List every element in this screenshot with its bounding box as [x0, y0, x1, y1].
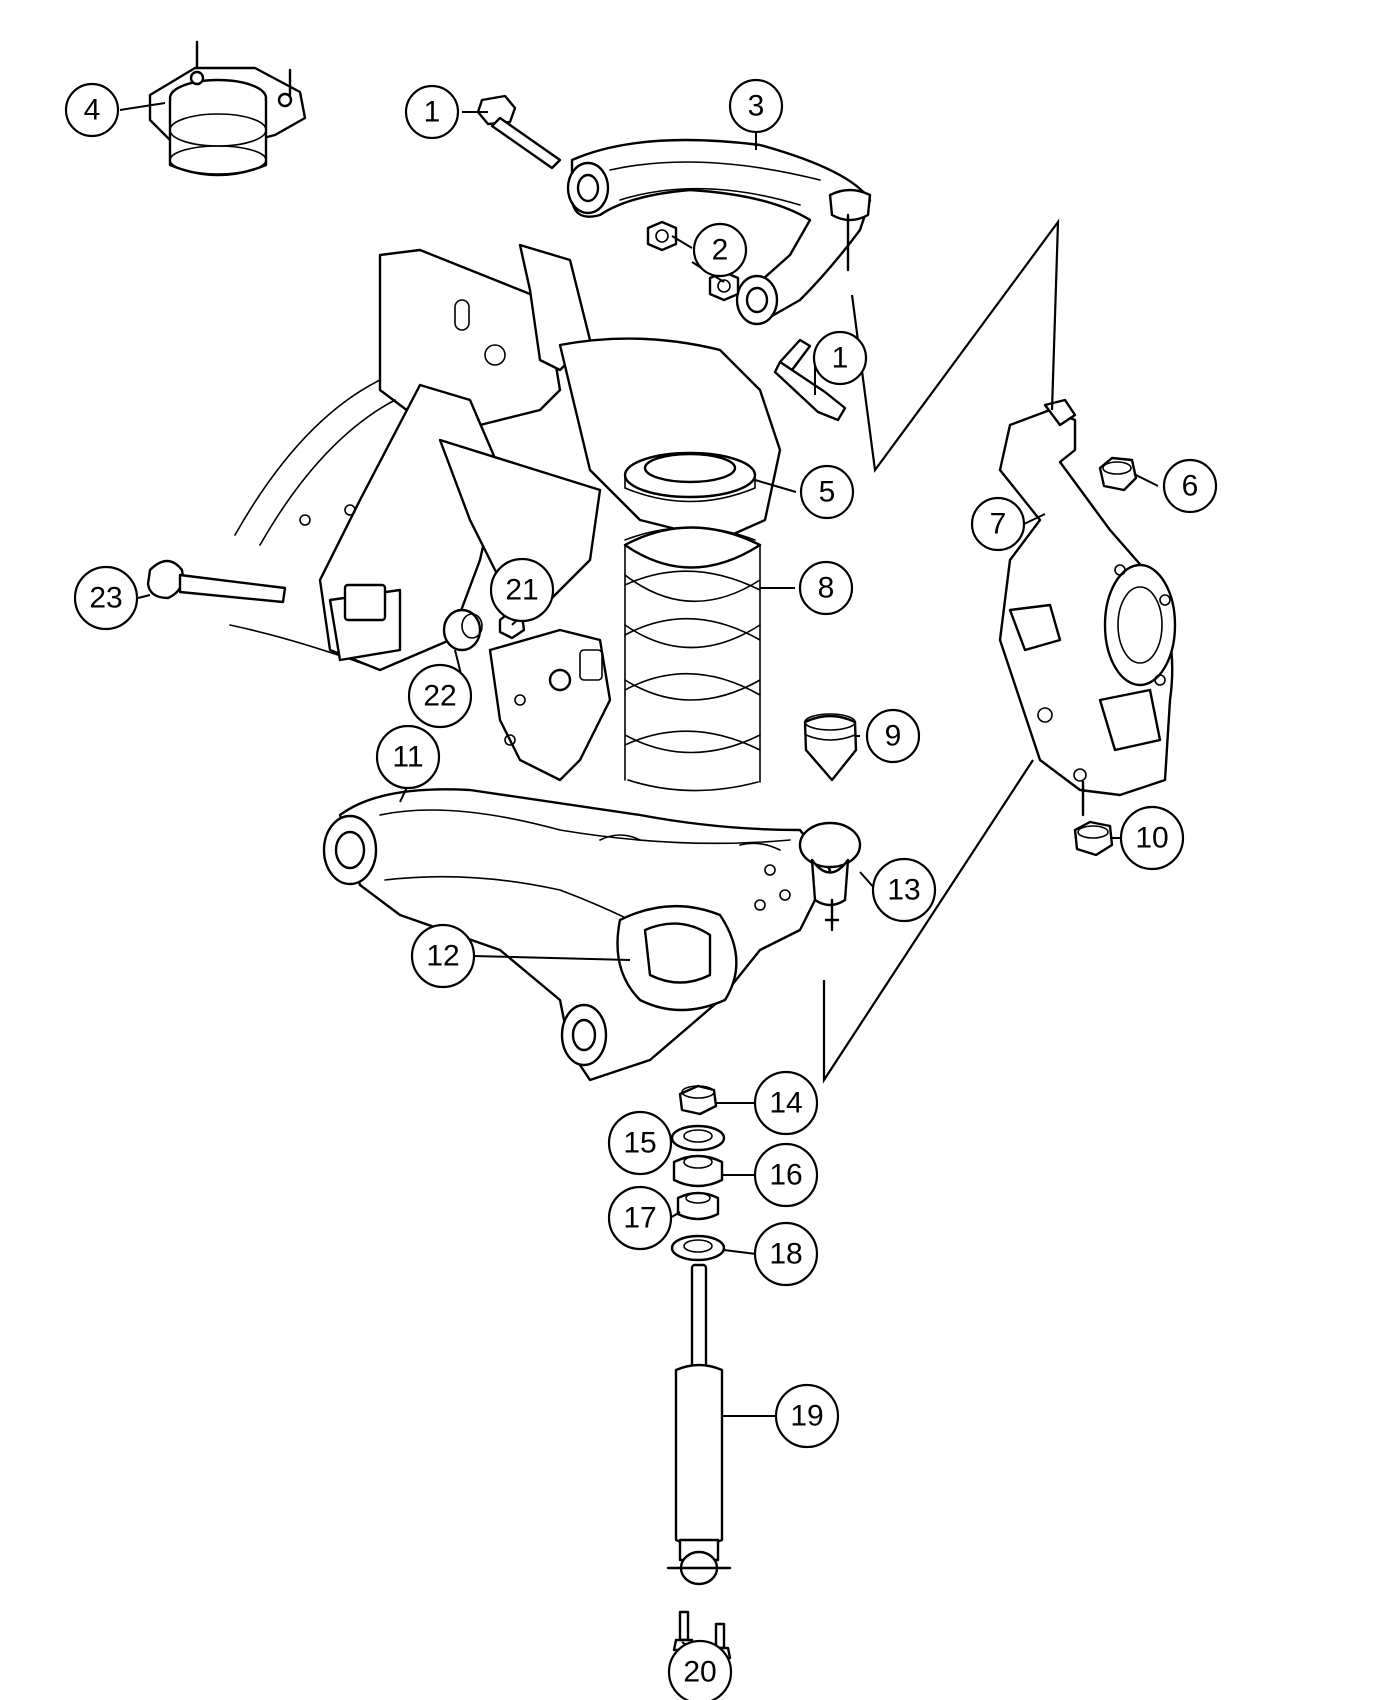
- callout-label: 7: [990, 508, 1007, 541]
- callout-16: 16: [753, 1142, 819, 1208]
- callout-21: 21: [489, 557, 555, 623]
- callout-label: 20: [683, 1656, 716, 1689]
- callout-circle: [728, 78, 784, 134]
- part-5-spring-isolator: [623, 451, 757, 503]
- callout-label: 3: [748, 90, 765, 123]
- frame-crossmember: [229, 243, 782, 782]
- callout-label: 11: [392, 741, 423, 774]
- callout-label: 15: [623, 1127, 656, 1160]
- callout-circle: [798, 560, 854, 616]
- part-16-bushing: [672, 1154, 724, 1188]
- part-14-nut: [678, 1084, 718, 1116]
- callout-17: 17: [607, 1185, 673, 1251]
- callout-1: 1: [812, 330, 868, 386]
- callout-circle: [404, 84, 460, 140]
- callout-circle: [410, 923, 476, 989]
- callout-11: 11: [375, 724, 441, 790]
- callout-circle: [64, 82, 120, 138]
- callout-circle: [753, 1221, 819, 1287]
- callout-circle: [375, 724, 441, 790]
- callout-label: 6: [1182, 470, 1199, 503]
- part-15-washer: [670, 1124, 726, 1152]
- part-1-bolt-upper: [476, 94, 562, 170]
- callout-13: 13: [871, 857, 937, 923]
- callout-8: 8: [798, 560, 854, 616]
- callout-label: 18: [769, 1238, 802, 1271]
- callout-label: 1: [832, 342, 849, 375]
- callout-circle: [607, 1185, 673, 1251]
- callout-circle: [667, 1639, 733, 1700]
- part-22-cam-washer: [442, 608, 483, 652]
- part-2-nuts: [646, 220, 740, 302]
- callout-label: 5: [819, 476, 836, 509]
- callout-circle: [970, 496, 1026, 552]
- callout-2: 2: [692, 222, 748, 278]
- callout-14: 14: [753, 1070, 819, 1136]
- callout-18: 18: [753, 1221, 819, 1287]
- part-17-bushing: [676, 1191, 720, 1221]
- callout-circle: [1162, 458, 1218, 514]
- part-6-nut: [1098, 456, 1138, 492]
- callout-label: 22: [423, 680, 456, 713]
- callout-12: 12: [410, 923, 476, 989]
- part-10-nut: [1073, 820, 1114, 857]
- callout-6: 6: [1162, 458, 1218, 514]
- callout-5: 5: [799, 464, 855, 520]
- part-9-jounce-bumper: [803, 713, 858, 782]
- callout-circle: [73, 565, 139, 631]
- callout-label: 23: [89, 582, 122, 615]
- callout-19: 19: [774, 1383, 840, 1449]
- callout-circle: [407, 663, 473, 729]
- callout-circle: [607, 1110, 673, 1176]
- part-11-lower-control-arm: [322, 788, 832, 1082]
- part-13-ball-joint: [798, 821, 862, 932]
- callout-circle: [753, 1070, 819, 1136]
- callout-label: 21: [505, 574, 538, 607]
- callout-circle: [871, 857, 937, 923]
- callout-label: 17: [623, 1202, 656, 1235]
- callout-7: 7: [970, 496, 1026, 552]
- callout-20: 20: [667, 1639, 733, 1700]
- callout-1: 1: [404, 84, 460, 140]
- callout-circle: [774, 1383, 840, 1449]
- callout-label: 12: [426, 940, 459, 973]
- callout-label: 4: [84, 94, 101, 127]
- callout-circle: [489, 557, 555, 623]
- callout-label: 2: [712, 234, 729, 267]
- part-7-steering-knuckle: [998, 398, 1177, 817]
- callout-label: 10: [1135, 822, 1168, 855]
- callout-22: 22: [407, 663, 473, 729]
- callout-label: 13: [887, 874, 920, 907]
- callout-label: 9: [885, 720, 902, 753]
- callout-label: 1: [424, 96, 441, 129]
- part-4-spring-upper-mount: [148, 40, 307, 177]
- callout-circle: [692, 222, 748, 278]
- callout-9: 9: [865, 708, 921, 764]
- callout-circle: [812, 330, 868, 386]
- callout-circle: [799, 464, 855, 520]
- part-1-bolt-lower: [773, 338, 847, 422]
- part-18-washer: [670, 1234, 726, 1262]
- callout-circle: [1119, 805, 1185, 871]
- callout-3: 3: [728, 78, 784, 134]
- callout-label: 19: [790, 1400, 823, 1433]
- callout-label: 14: [769, 1087, 802, 1120]
- callout-10: 10: [1119, 805, 1185, 871]
- callout-circle: [865, 708, 921, 764]
- callout-label: 16: [769, 1159, 802, 1192]
- part-19-shock-absorber: [666, 1263, 732, 1586]
- callout-15: 15: [607, 1110, 673, 1176]
- callout-label: 8: [818, 572, 835, 605]
- callout-4: 4: [64, 82, 120, 138]
- part-8-coil-spring: [623, 526, 762, 792]
- knuckle-guide-lines: [822, 218, 1060, 1084]
- callout-23: 23: [73, 565, 139, 631]
- part-3-upper-control-arm: [566, 138, 872, 326]
- part-23-long-bolt: [146, 559, 287, 604]
- callout-circle: [753, 1142, 819, 1208]
